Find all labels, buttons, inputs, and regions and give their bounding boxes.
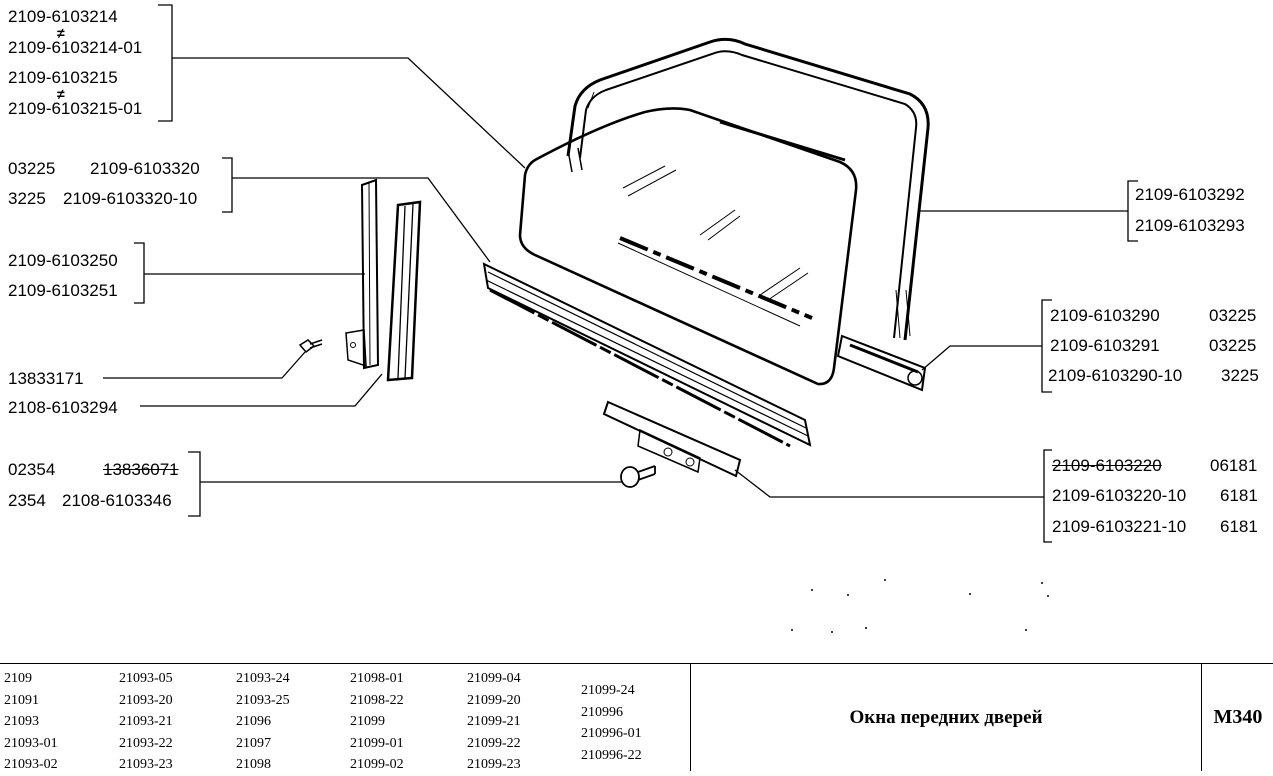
not-equal-mark: ≠ xyxy=(57,25,65,41)
part-number-label: 2109-6103293 xyxy=(1135,216,1245,235)
model-item: 21099-20 xyxy=(467,692,521,708)
leader-rear-guide xyxy=(140,373,383,407)
model-item: 21099-01 xyxy=(350,735,404,751)
part-number-label: 2109-6103220-10 xyxy=(1052,486,1187,505)
window-run-channel xyxy=(566,37,930,341)
part-quantity-label: 03225 xyxy=(1209,306,1257,325)
part-number-label: 2108-6103346 xyxy=(62,491,172,510)
model-item: 21099 xyxy=(350,714,385,729)
part-number-label: 2109-6103214-01 xyxy=(8,38,143,57)
bracket-g9 xyxy=(1043,449,1052,543)
part-number-label: 2109-6103290-10 xyxy=(1048,366,1183,385)
inner-belt-seal xyxy=(836,334,927,392)
bolt xyxy=(620,465,656,488)
scan-specks xyxy=(791,579,1049,633)
part-quantity-label: 03225 xyxy=(8,159,56,178)
leader-screw xyxy=(103,351,306,379)
model-list-column-1: 2109 21091 21093 21093-01 21093-02 xyxy=(4,668,58,776)
part-number-label: 2109-6103215-01 xyxy=(8,99,143,118)
sheet-title: Окна передних дверей xyxy=(690,664,1201,771)
bracket-g1 xyxy=(158,4,173,122)
part-quantity-label: 2354 xyxy=(8,491,46,510)
model-item: 210996 xyxy=(581,704,623,720)
part-quantity-label: 6181 xyxy=(1220,486,1258,505)
not-equal-mark: ≠ xyxy=(57,86,65,102)
model-item: 21093 xyxy=(4,714,39,729)
model-item: 21099-23 xyxy=(467,757,521,772)
model-item: 21099-21 xyxy=(467,714,521,729)
model-item: 21097 xyxy=(236,735,271,751)
door-glass xyxy=(518,107,858,386)
part-quantity-label: 06181 xyxy=(1210,456,1258,475)
parts-drawing xyxy=(103,4,1138,633)
front-guide xyxy=(345,178,380,370)
leader-glass xyxy=(172,57,526,169)
part-number-label: 2109-6103221-10 xyxy=(1052,517,1187,536)
model-item: 21098-22 xyxy=(350,692,404,708)
model-item: 21099-04 xyxy=(467,671,521,686)
part-quantity-label: 3225 xyxy=(1221,366,1259,385)
model-item: 21093-22 xyxy=(119,735,173,751)
sheet-code: M340 xyxy=(1201,664,1273,771)
outer-belt-seal xyxy=(482,262,812,448)
part-number-label: 2109-6103215 xyxy=(8,68,118,87)
model-item: 21093-01 xyxy=(4,735,58,751)
model-item: 210996-22 xyxy=(581,747,642,763)
rear-guide-channel xyxy=(386,200,422,382)
model-item: 21098-01 xyxy=(350,671,404,686)
model-list-column-6: 21099-24 210996 210996-01 210996-22 xyxy=(581,680,642,766)
model-item: 21093-05 xyxy=(119,671,173,686)
model-list-column-4: 21098-01 21098-22 21099 21099-01 21099-0… xyxy=(350,668,404,776)
model-item: 210996-01 xyxy=(581,726,642,741)
model-item: 21093-25 xyxy=(236,692,290,708)
part-number-label: 2109-6103250 xyxy=(8,251,118,270)
bracket-g2 xyxy=(222,157,233,213)
part-number-label: 13833171 xyxy=(8,369,84,388)
part-number-label: 2109-6103290 xyxy=(1050,306,1160,325)
model-list-column-2: 21093-05 21093-20 21093-21 21093-22 2109… xyxy=(119,668,173,776)
model-item: 21091 xyxy=(4,692,39,708)
part-quantity-label: 03225 xyxy=(1209,336,1257,355)
part-number-label: 2109-6103291 xyxy=(1050,336,1160,355)
model-list-column-5: 21099-04 21099-20 21099-21 21099-22 2109… xyxy=(467,668,521,776)
window-lifter-bracket xyxy=(602,400,742,478)
bracket-g6 xyxy=(188,451,201,517)
model-item: 21098 xyxy=(236,757,271,772)
model-item: 21096 xyxy=(236,714,271,729)
part-quantity-label: 3225 xyxy=(8,189,46,208)
model-list-column-3: 21093-24 21093-25 21096 21097 21098 xyxy=(236,668,290,776)
leader-outer-seal xyxy=(232,177,491,263)
model-item: 21093-21 xyxy=(119,714,173,729)
model-item: 21093-24 xyxy=(236,671,290,686)
part-number-label: 13836071 xyxy=(103,460,179,479)
model-item: 21099-22 xyxy=(467,735,521,751)
model-item: 21099-24 xyxy=(581,683,635,698)
model-item: 21099-02 xyxy=(350,757,404,772)
model-item: 21093-02 xyxy=(4,757,58,772)
part-number-label: 2109-6103251 xyxy=(8,281,118,300)
part-number-label: 2109-6103320 xyxy=(90,159,200,178)
footer-title-block: 2109 21091 21093 21093-01 21093-02 21093… xyxy=(0,663,1273,772)
part-quantity-label: 6181 xyxy=(1220,517,1258,536)
bracket-g3 xyxy=(134,242,145,304)
part-number-label: 2109-6103220 xyxy=(1052,456,1162,475)
leader-inner-seal xyxy=(921,345,1042,371)
part-number-label: 2109-6103214 xyxy=(8,7,118,26)
screw xyxy=(298,339,323,354)
model-item: 21093-20 xyxy=(119,692,173,708)
part-number-label: 2108-6103294 xyxy=(8,398,118,417)
leader-lifter xyxy=(734,469,1044,498)
part-quantity-label: 02354 xyxy=(8,460,56,479)
part-number-label: 2109-6103292 xyxy=(1135,185,1245,204)
model-item: 2109 xyxy=(4,671,32,686)
part-number-label: 2109-6103320-10 xyxy=(63,189,198,208)
model-item: 21093-23 xyxy=(119,757,173,772)
